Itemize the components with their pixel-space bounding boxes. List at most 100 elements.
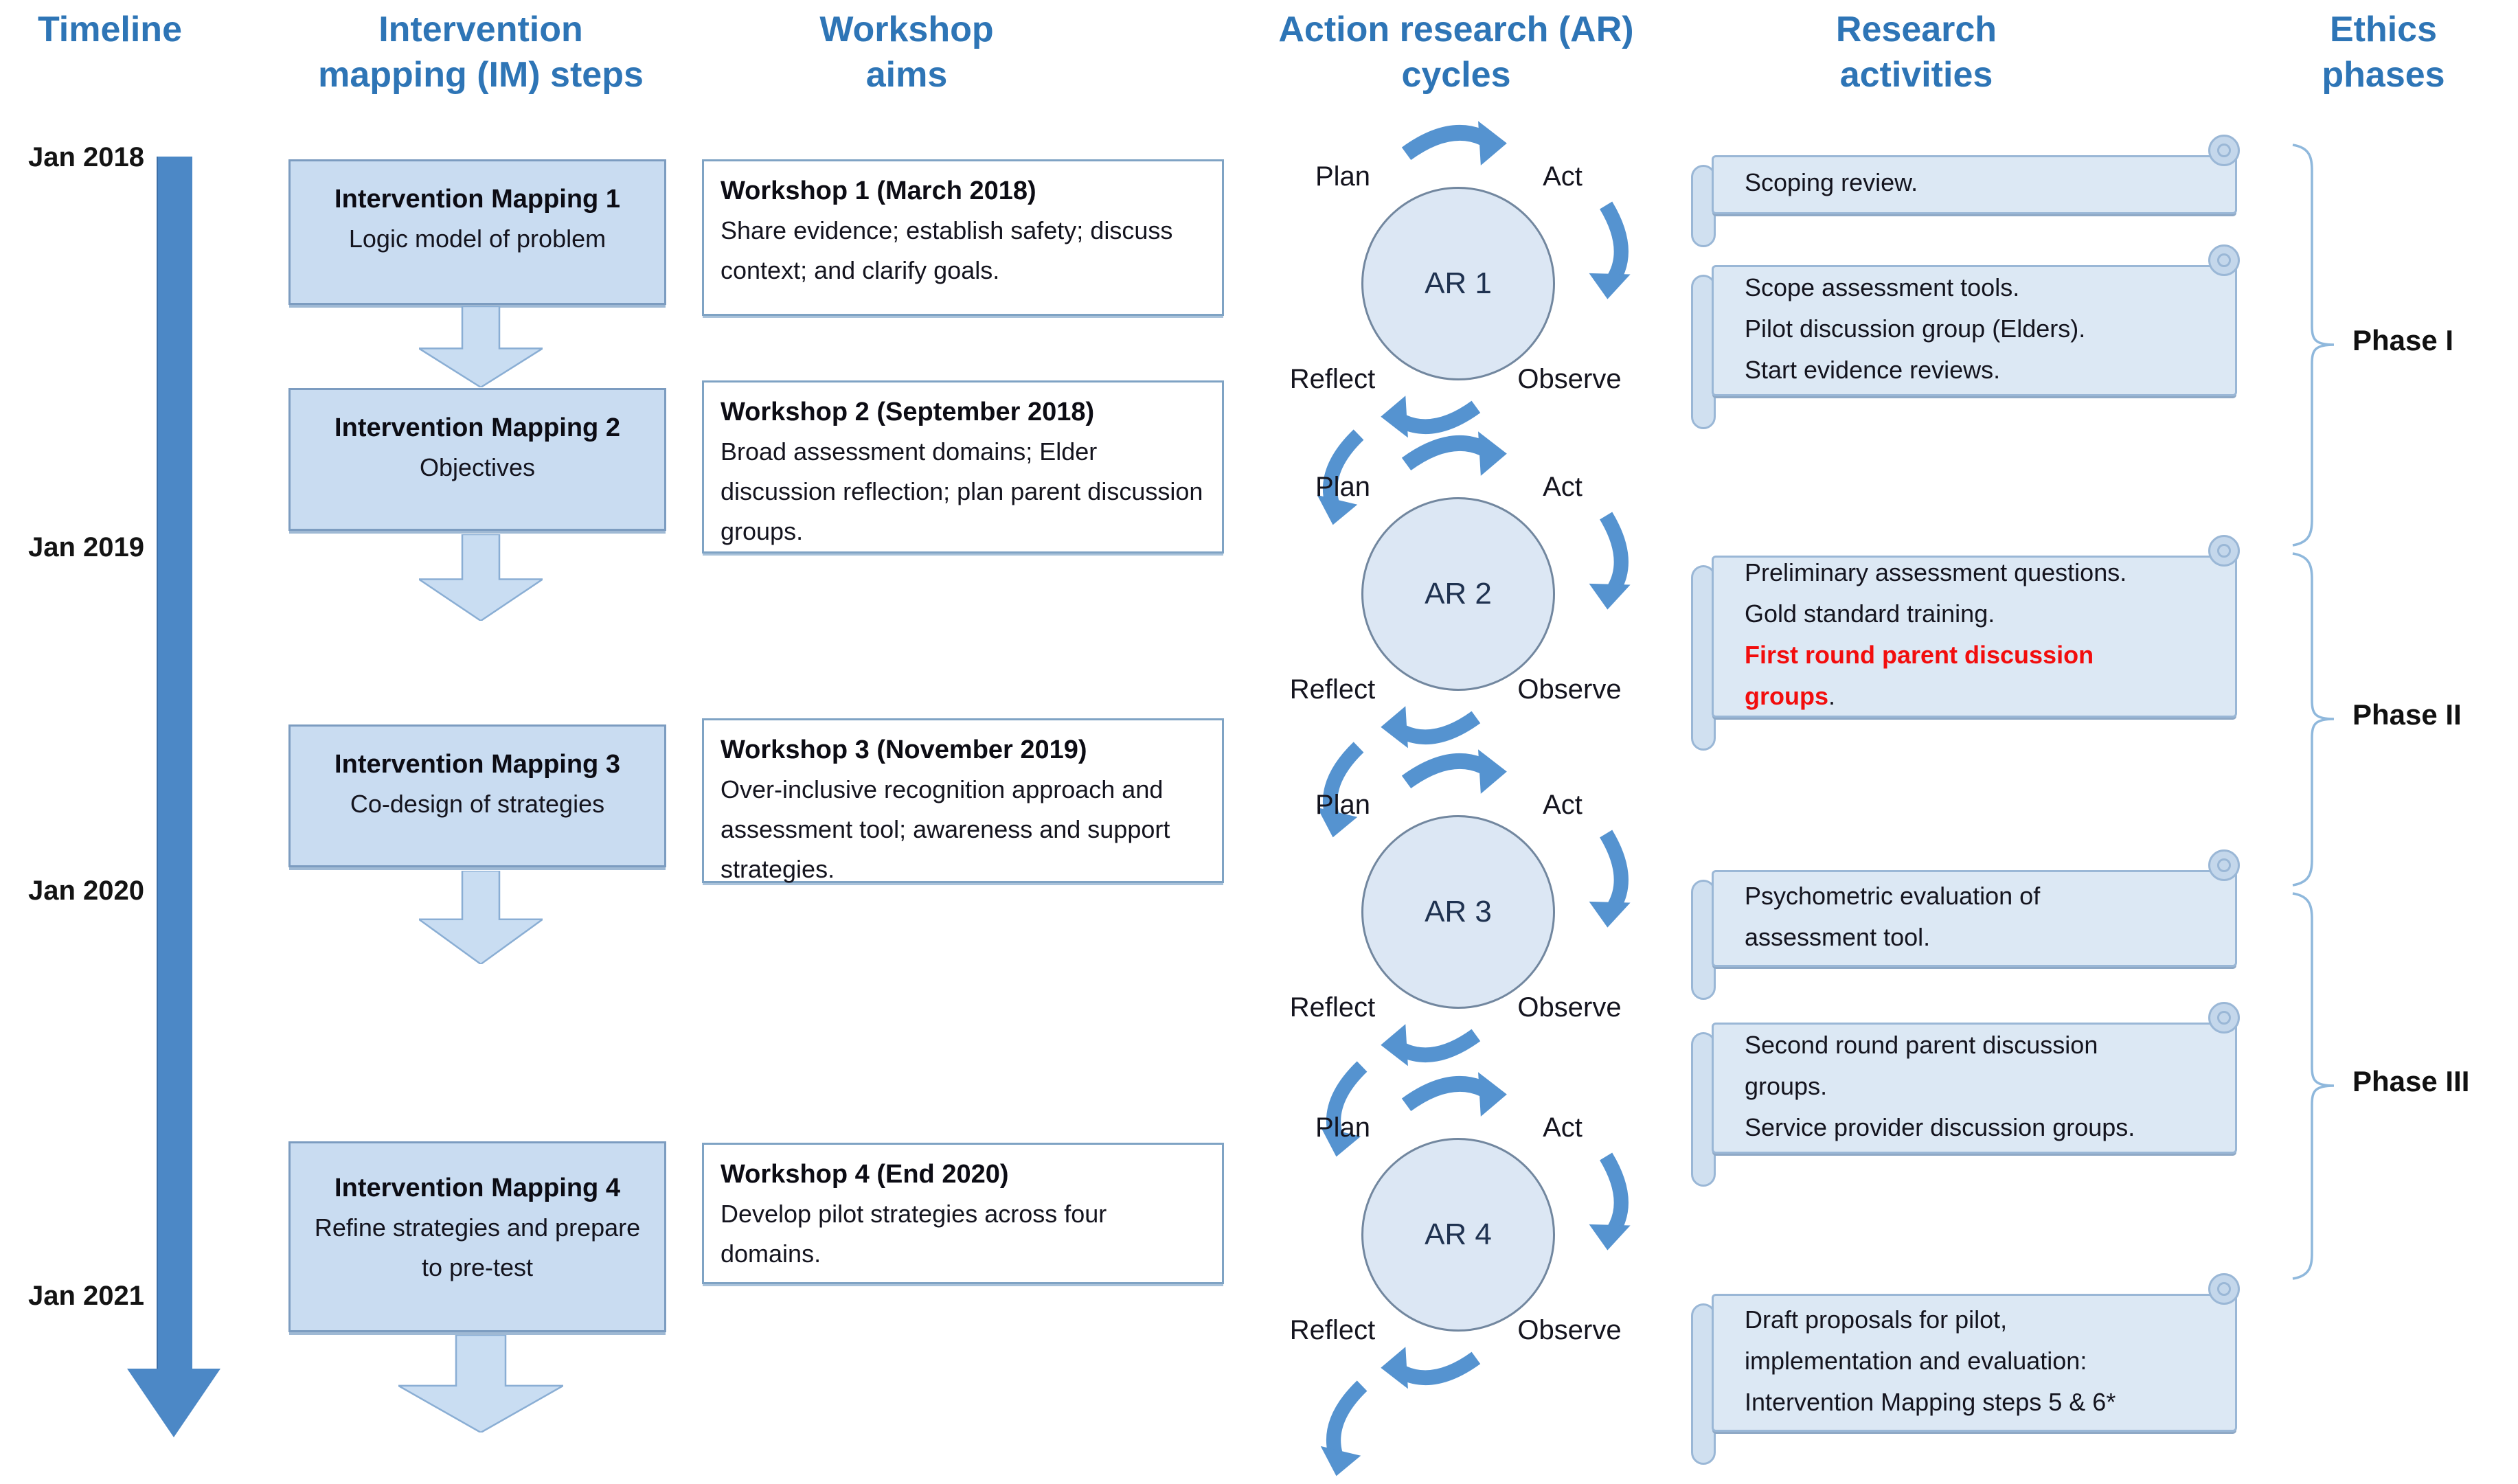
reflect-label: Reflect	[1289, 992, 1376, 1023]
plan-to-act-arrow-icon	[1391, 1063, 1515, 1128]
down-arrow-icon	[419, 306, 543, 387]
scroll-line: Preliminary assessment questions.	[1745, 558, 2127, 586]
timeline-label: Jan 2020	[27, 876, 144, 906]
timeline-label: Jan 2018	[27, 142, 144, 172]
ar-cycle-circle: AR 1	[1361, 187, 1555, 380]
reflect-to-next-plan-arrow-icon	[1305, 1370, 1387, 1483]
observe-label: Observe	[1517, 992, 1622, 1023]
ar-cycle-2: Plan Act AR 2 Reflect Observe	[1236, 431, 1676, 753]
scroll-line: Second round parent discussion	[1745, 1030, 2098, 1059]
observe-to-reflect-arrow-icon	[1377, 1336, 1487, 1397]
timeline-label: Jan 2019	[27, 532, 144, 562]
act-label: Act	[1543, 1112, 1583, 1143]
im-step-title: Intervention Mapping 4	[334, 1174, 620, 1202]
scroll-line: Scope assessment tools.	[1745, 273, 2020, 301]
reflect-label: Reflect	[1289, 674, 1376, 705]
scroll-line: assessment tool.	[1745, 922, 1931, 951]
act-to-observe-arrow-icon	[1574, 1146, 1648, 1255]
workshop-body: Over-inclusive recognition approach and …	[721, 775, 1170, 883]
observe-to-reflect-arrow-icon	[1377, 1013, 1487, 1075]
workshop-box-2: Workshop 2 (September 2018) Broad assess…	[702, 380, 1224, 553]
workshop-box-3: Workshop 3 (November 2019) Over-inclusiv…	[702, 718, 1224, 883]
im-step-subtitle: Refine strategies and prepare to pre-tes…	[314, 1213, 641, 1281]
scroll-line: Psychometric evaluation of	[1745, 881, 2041, 910]
timeline-arrowhead-icon	[127, 1369, 220, 1437]
column-header-ethics-phases: Ethics phases	[2260, 7, 2507, 98]
im-step-box-1: Intervention Mapping 1 Logic model of pr…	[288, 159, 666, 305]
workshop-body: Develop pilot strategies across four dom…	[721, 1200, 1107, 1268]
plan-label: Plan	[1315, 161, 1371, 192]
im-step-box-3: Intervention Mapping 3 Co-design of stra…	[288, 724, 666, 867]
down-arrow-icon	[419, 534, 543, 621]
ar-cycle-1: Plan Act AR 1 Reflect Observe	[1236, 120, 1676, 443]
workshop-body: Broad assessment domains; Elder discussi…	[721, 437, 1203, 545]
im-step-subtitle: Logic model of problem	[348, 225, 606, 253]
header-line: Intervention	[378, 10, 583, 49]
scroll-line: Scoping review.	[1745, 168, 1918, 196]
observe-to-reflect-arrow-icon	[1377, 385, 1487, 446]
scroll-line-highlighted: First round parent discussion	[1745, 641, 2094, 669]
im-step-box-2: Intervention Mapping 2 Objectives	[288, 388, 666, 531]
header-line: Ethics	[2329, 10, 2438, 49]
scroll-corner-curl-icon	[2208, 1273, 2240, 1305]
im-step-subtitle: Objectives	[419, 453, 536, 481]
ar-cycle-3: Plan Act AR 3 Reflect Observe	[1236, 749, 1676, 1071]
scroll-corner-curl-icon	[2208, 244, 2240, 276]
scroll-corner-curl-icon	[2208, 849, 2240, 881]
column-header-timeline: Timeline	[14, 7, 206, 52]
down-arrow-icon	[419, 871, 543, 964]
scroll-corner-curl-icon	[2208, 1002, 2240, 1034]
ar-cycle-circle: AR 3	[1361, 815, 1555, 1009]
workshop-box-1: Workshop 1 (March 2018) Share evidence; …	[702, 159, 1224, 316]
observe-label: Observe	[1517, 364, 1622, 394]
research-scroll-2: Scope assessment tools. Pilot discussion…	[1691, 244, 2240, 429]
column-header-workshop-aims: Workshop aims	[728, 7, 1085, 98]
observe-to-reflect-arrow-icon	[1377, 695, 1487, 757]
timeline-label: Jan 2021	[27, 1281, 144, 1311]
reflect-to-next-plan-arrow-icon	[1302, 419, 1384, 532]
header-line: Research	[1835, 10, 1997, 49]
header-line: phases	[2322, 55, 2445, 95]
plan-to-act-arrow-icon	[1391, 422, 1515, 488]
phase-bracket-3	[2280, 889, 2342, 1283]
research-scroll-3: Preliminary assessment questions. Gold s…	[1691, 535, 2240, 751]
scroll-line: implementation and evaluation:	[1745, 1346, 2087, 1375]
scroll-line-highlighted: groups.	[1745, 682, 1836, 710]
column-header-im-steps: Intervention mapping (IM) steps	[247, 7, 714, 98]
research-scroll-6: Draft proposals for pilot, implementatio…	[1691, 1273, 2240, 1465]
timeline-arrow-shaft	[157, 157, 192, 1369]
act-label: Act	[1543, 472, 1583, 502]
column-header-research-activities: Research activities	[1745, 7, 2088, 98]
workshop-title: Workshop 1 (March 2018)	[721, 176, 1036, 205]
plan-to-act-arrow-icon	[1391, 740, 1515, 806]
workshop-title: Workshop 2 (September 2018)	[721, 398, 1095, 426]
im-step-title: Intervention Mapping 1	[334, 185, 620, 214]
ar-cycle-circle: AR 2	[1361, 497, 1555, 691]
plan-label: Plan	[1315, 1112, 1371, 1143]
im-step-box-4: Intervention Mapping 4 Refine strategies…	[288, 1141, 666, 1332]
plan-label: Plan	[1315, 472, 1371, 502]
header-line: aims	[865, 55, 948, 95]
phase-label-1: Phase I	[2352, 324, 2454, 356]
reflect-to-next-plan-arrow-icon	[1305, 1051, 1387, 1163]
act-to-observe-arrow-icon	[1574, 823, 1648, 932]
header-line: Timeline	[37, 10, 182, 49]
header-line: Action research (AR)	[1278, 10, 1634, 49]
scroll-corner-curl-icon	[2208, 135, 2240, 166]
phase-bracket-2	[2280, 549, 2342, 889]
reflect-label: Reflect	[1289, 1315, 1376, 1345]
header-line: cycles	[1401, 55, 1511, 95]
research-scroll-1: Scoping review.	[1691, 135, 2240, 247]
workshop-title: Workshop 3 (November 2019)	[721, 735, 1087, 764]
reflect-label: Reflect	[1289, 364, 1376, 394]
header-line: mapping (IM) steps	[318, 55, 644, 95]
scroll-line: Draft proposals for pilot,	[1745, 1305, 2008, 1334]
scroll-line: Service provider discussion groups.	[1745, 1112, 2135, 1141]
phase-label-2: Phase II	[2352, 698, 2462, 731]
workshop-body: Share evidence; establish safety; discus…	[721, 216, 1173, 284]
scroll-line: Gold standard training.	[1745, 600, 1995, 628]
scroll-line: Start evidence reviews.	[1745, 355, 2001, 384]
im-step-title: Intervention Mapping 2	[334, 413, 620, 442]
act-label: Act	[1543, 790, 1583, 820]
plan-label: Plan	[1315, 790, 1371, 820]
